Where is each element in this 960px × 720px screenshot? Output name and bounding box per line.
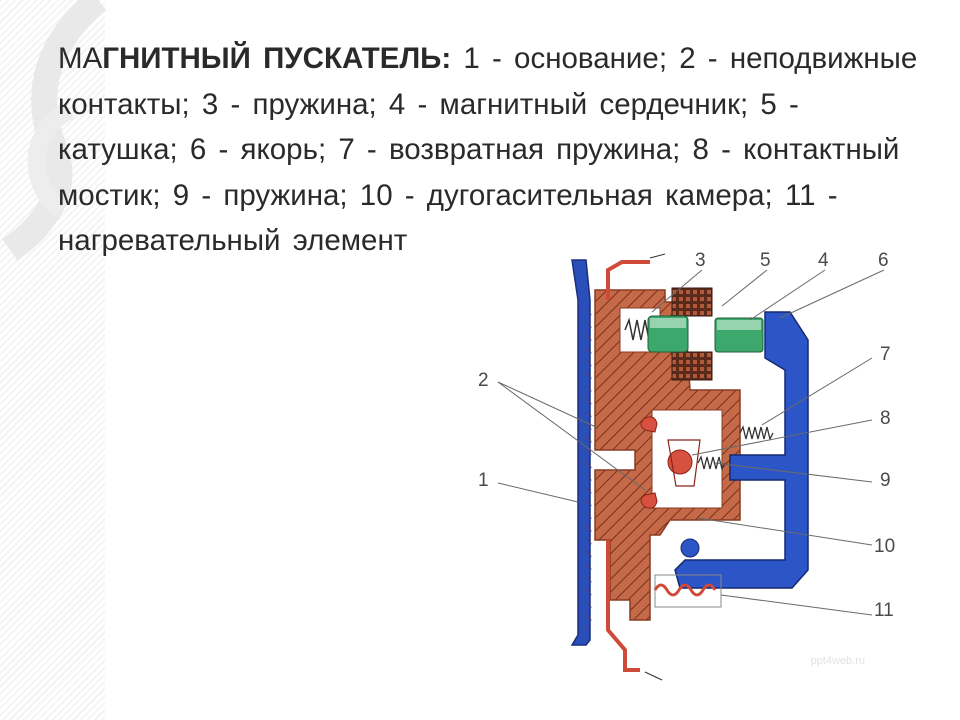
contact-spring (697, 455, 726, 471)
return-spring (739, 425, 774, 441)
caption-prefix: МА (58, 42, 103, 75)
conductor-bottom (606, 540, 640, 672)
caption-text: 1 - основание; 2 - неподвижные контакты;… (58, 42, 918, 257)
conductor-top (606, 260, 650, 300)
fixed-contact-upper (640, 416, 658, 433)
label-10: 10 (874, 536, 895, 557)
label-5: 5 (760, 250, 771, 271)
decorative-swirl (2, 0, 107, 260)
coil (671, 287, 713, 317)
slide-caption: МАГНИТНЫЙ ПУСКАТЕЛЬ: 1 - основание; 2 - … (58, 36, 918, 264)
fixed-contact-lower (640, 492, 658, 509)
label-1: 1 (478, 470, 489, 491)
label-11: 11 (874, 600, 894, 621)
label-4: 4 (818, 250, 829, 271)
label-6: 6 (878, 250, 889, 271)
label-7: 7 (880, 344, 891, 365)
armature (674, 311, 809, 589)
heating-element-frame (654, 574, 722, 608)
label-8: 8 (880, 408, 891, 429)
base-plate (570, 259, 591, 646)
watermark: ppt4web.ru (810, 655, 865, 667)
caption-title: ГНИТНЫЙ ПУСКАТЕЛЬ: (102, 42, 452, 75)
heating-element (653, 583, 717, 597)
label-3: 3 (695, 250, 706, 271)
label-2: 2 (478, 370, 489, 391)
magnetic-starter-diagram: 3 5 4 6 7 8 9 10 11 2 1 (478, 240, 900, 681)
label-9: 9 (880, 470, 891, 491)
